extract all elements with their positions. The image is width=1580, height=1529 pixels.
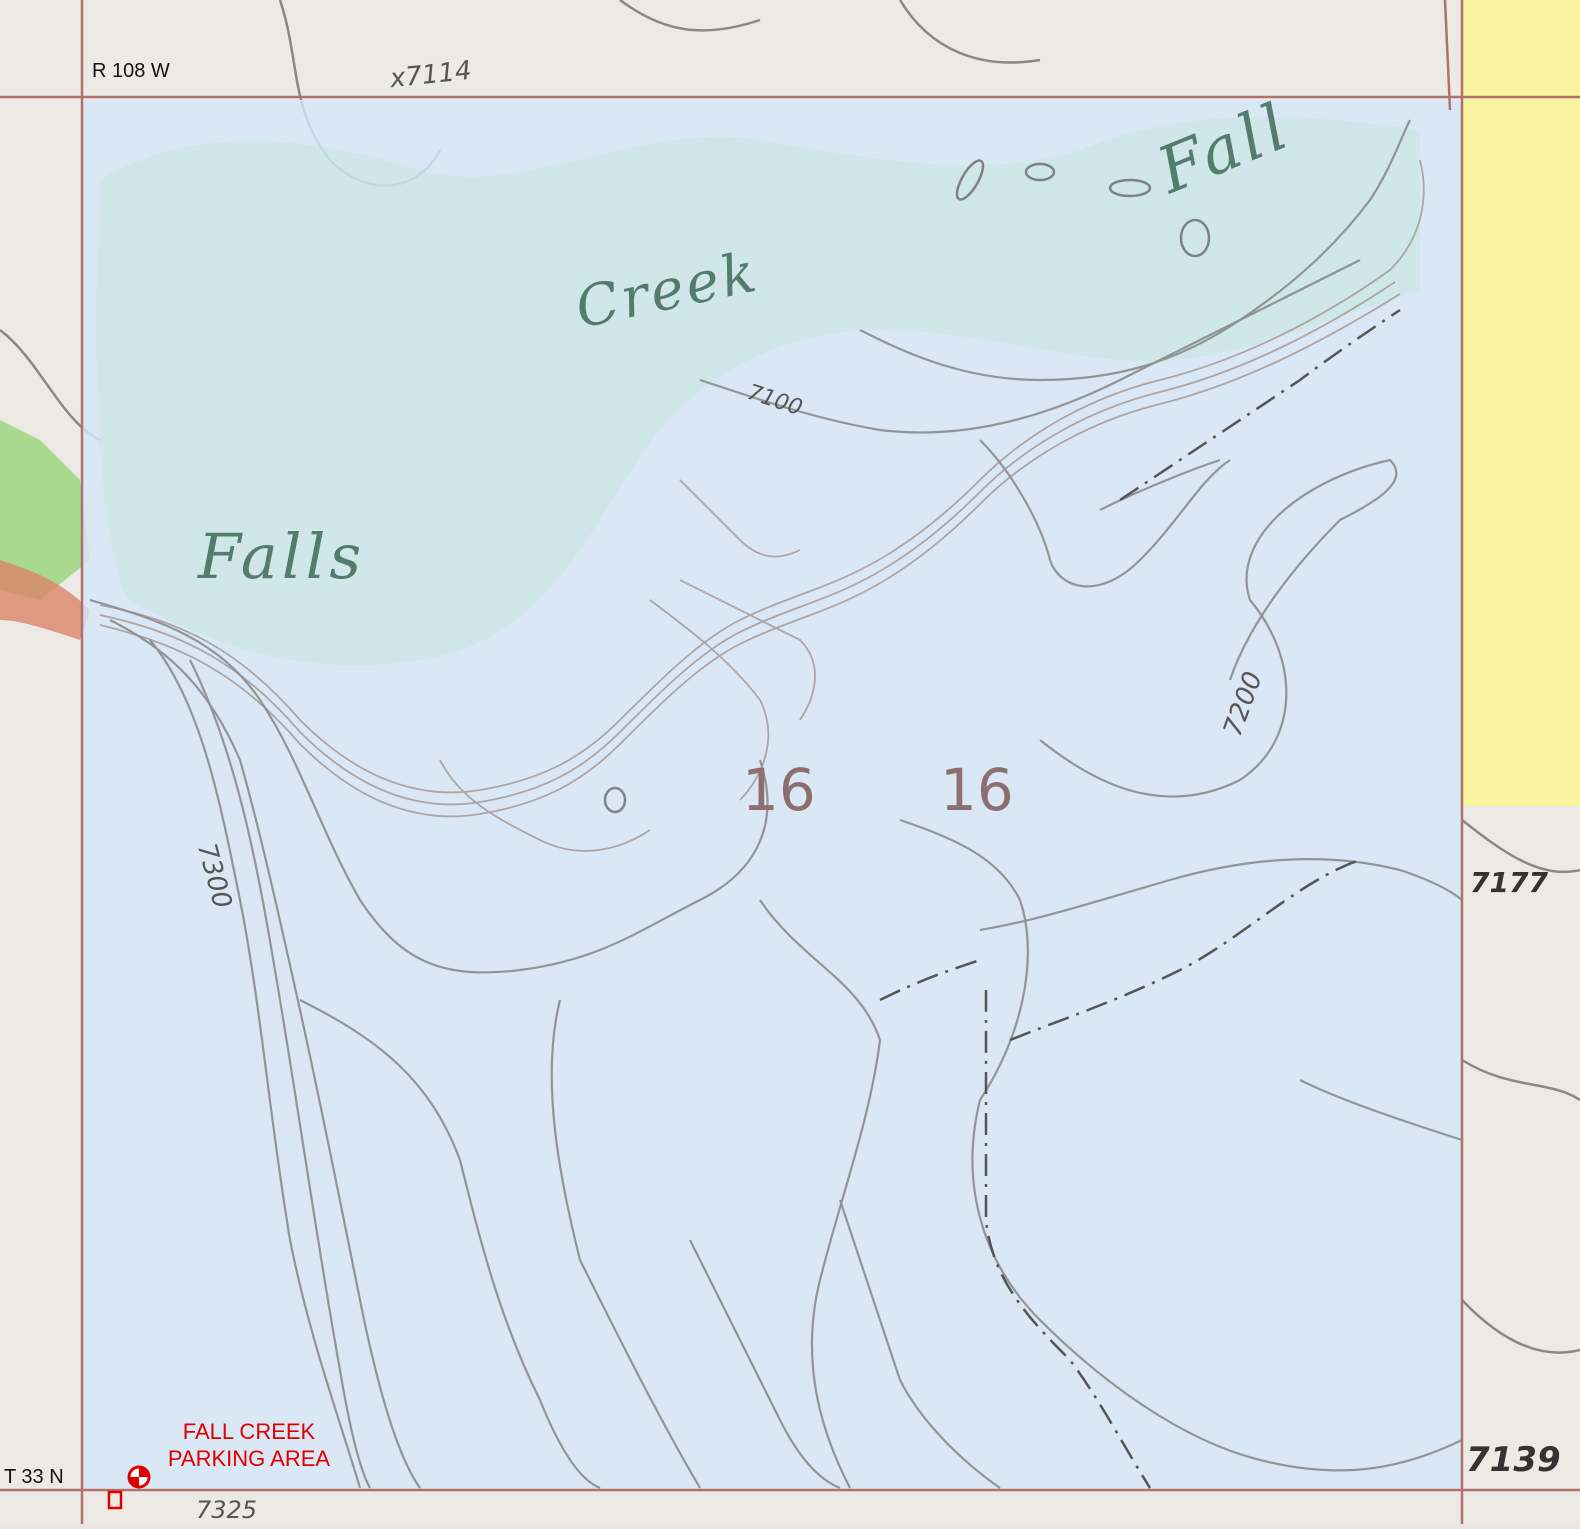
section-contours <box>89 119 1463 1490</box>
private-land-parcel <box>1462 0 1580 806</box>
section-number-left: 16 <box>742 756 816 824</box>
elevation-label: 7139 <box>1466 1440 1561 1480</box>
cliff-area <box>0 560 90 640</box>
trail-lines <box>879 308 1401 1489</box>
township-label: T 33 N <box>4 1466 64 1488</box>
parking-area-label: FALL CREEK PARKING AREA <box>156 1418 342 1472</box>
feature-label-falls: Falls <box>198 520 366 593</box>
pond-markers <box>603 159 1211 814</box>
parking-marker[interactable] <box>107 1465 151 1510</box>
parking-label-line2: PARKING AREA <box>167 1446 331 1471</box>
parking-label-line1: FALL CREEK <box>182 1419 316 1444</box>
elevation-label: 7325 <box>196 1496 258 1524</box>
cliff-contours <box>99 159 1425 852</box>
elevation-label: 7177 <box>1470 866 1548 899</box>
section-overlay <box>82 100 1462 1488</box>
vegetation-area <box>0 420 90 600</box>
section-number-right: 16 <box>940 756 1014 824</box>
range-label: R 108 W <box>92 60 170 82</box>
